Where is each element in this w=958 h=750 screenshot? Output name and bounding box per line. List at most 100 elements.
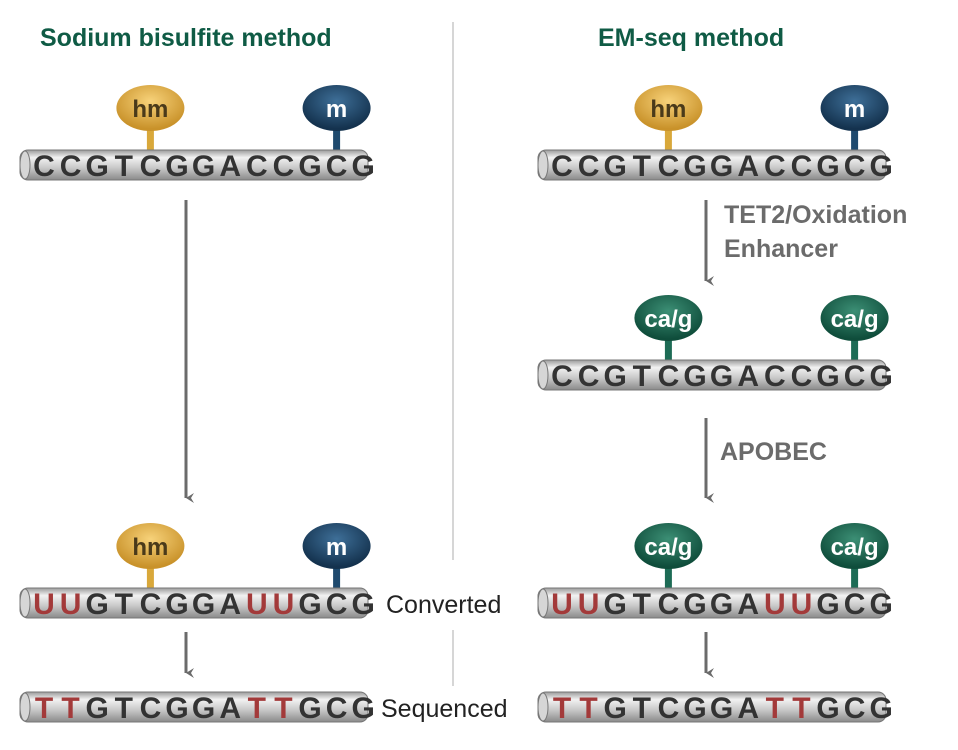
- nucleotide: U: [273, 588, 295, 621]
- nucleotide: G: [870, 692, 893, 725]
- nucleotide: G: [192, 588, 215, 621]
- nucleotide: C: [658, 150, 680, 183]
- nucleotide: G: [192, 692, 215, 725]
- label-sequenced: Sequenced: [381, 695, 508, 723]
- nucleotide: T: [115, 588, 133, 621]
- carboxyl-formyl-marker: ca/g: [820, 523, 889, 589]
- nucleotide: C: [551, 150, 573, 183]
- nucleotide: G: [870, 588, 893, 621]
- nucleotide: C: [326, 150, 348, 183]
- nucleotide: A: [737, 692, 759, 725]
- nucleotide: T: [248, 692, 266, 725]
- nucleotide: C: [578, 150, 600, 183]
- step-label-tet2: TET2/Oxidation: [724, 201, 907, 229]
- marker-label: hm: [132, 534, 168, 561]
- nucleotide: G: [710, 360, 733, 393]
- marker-label: ca/g: [644, 534, 692, 561]
- nucleotide: G: [683, 692, 706, 725]
- nucleotide: C: [326, 588, 348, 621]
- nucleotide: T: [633, 360, 651, 393]
- nucleotide: C: [658, 692, 680, 725]
- nucleotide: C: [791, 150, 813, 183]
- nucleotide: G: [86, 588, 109, 621]
- nucleotide: T: [633, 692, 651, 725]
- marker-label: hm: [132, 96, 168, 123]
- nucleotide: C: [844, 360, 866, 393]
- nucleotide: G: [710, 692, 733, 725]
- nucleotide: G: [710, 588, 733, 621]
- hydroxymethyl-marker: hm: [634, 85, 703, 151]
- nucleotide: C: [791, 360, 813, 393]
- nucleotide: G: [816, 692, 839, 725]
- nucleotide: A: [219, 692, 241, 725]
- nucleotide: T: [792, 692, 810, 725]
- nucleotide: U: [246, 588, 268, 621]
- nucleotide: G: [165, 150, 188, 183]
- nucleotide: G: [298, 692, 321, 725]
- nucleotide: G: [352, 692, 375, 725]
- nucleotide: G: [86, 150, 109, 183]
- nucleotide: A: [737, 360, 759, 393]
- nucleotide: T: [579, 692, 597, 725]
- nucleotide: C: [844, 150, 866, 183]
- nucleotide: A: [737, 150, 759, 183]
- nucleotide: T: [35, 692, 53, 725]
- nucleotide: G: [683, 150, 706, 183]
- nucleotide: U: [764, 588, 786, 621]
- nucleotide: C: [33, 150, 55, 183]
- nucleotide: C: [246, 150, 268, 183]
- nucleotide: A: [737, 588, 759, 621]
- nucleotide: A: [219, 588, 241, 621]
- nucleotide: C: [658, 360, 680, 393]
- methyl-marker: m: [302, 85, 371, 151]
- nucleotide: C: [140, 588, 162, 621]
- nucleotide: G: [352, 150, 375, 183]
- marker-label: hm: [650, 96, 686, 123]
- label-converted: Converted: [386, 591, 501, 619]
- nucleotide: G: [604, 360, 627, 393]
- marker-label: ca/g: [831, 306, 879, 333]
- nucleotide: G: [683, 588, 706, 621]
- carboxyl-formyl-marker: ca/g: [820, 295, 889, 361]
- nucleotide: T: [766, 692, 784, 725]
- nucleotide: G: [604, 150, 627, 183]
- step-label-apobec: APOBEC: [720, 438, 827, 466]
- nucleotide: G: [604, 588, 627, 621]
- nucleotide: G: [165, 692, 188, 725]
- methyl-marker: m: [820, 85, 889, 151]
- nucleotide: C: [140, 692, 162, 725]
- nucleotide: C: [844, 692, 866, 725]
- marker-label: ca/g: [831, 534, 879, 561]
- nucleotide: G: [816, 150, 839, 183]
- nucleotide: G: [710, 150, 733, 183]
- nucleotide: G: [165, 588, 188, 621]
- nucleotide: G: [816, 360, 839, 393]
- methyl-marker: m: [302, 523, 371, 589]
- nucleotide: G: [86, 692, 109, 725]
- nucleotide: T: [61, 692, 79, 725]
- nucleotide: C: [551, 360, 573, 393]
- nucleotide: U: [578, 588, 600, 621]
- nucleotide: C: [764, 360, 786, 393]
- hydroxymethyl-marker: hm: [116, 523, 185, 589]
- nucleotide: C: [273, 150, 295, 183]
- nucleotide: G: [816, 588, 839, 621]
- nucleotide: C: [60, 150, 82, 183]
- carboxyl-formyl-marker: ca/g: [634, 523, 703, 589]
- step-label-enhancer: Enhancer: [724, 235, 838, 263]
- nucleotide: T: [553, 692, 571, 725]
- nucleotide: T: [633, 150, 651, 183]
- hydroxymethyl-marker: hm: [116, 85, 185, 151]
- marker-label: m: [326, 534, 347, 561]
- nucleotide: U: [551, 588, 573, 621]
- nucleotide: C: [658, 588, 680, 621]
- nucleotide: G: [604, 692, 627, 725]
